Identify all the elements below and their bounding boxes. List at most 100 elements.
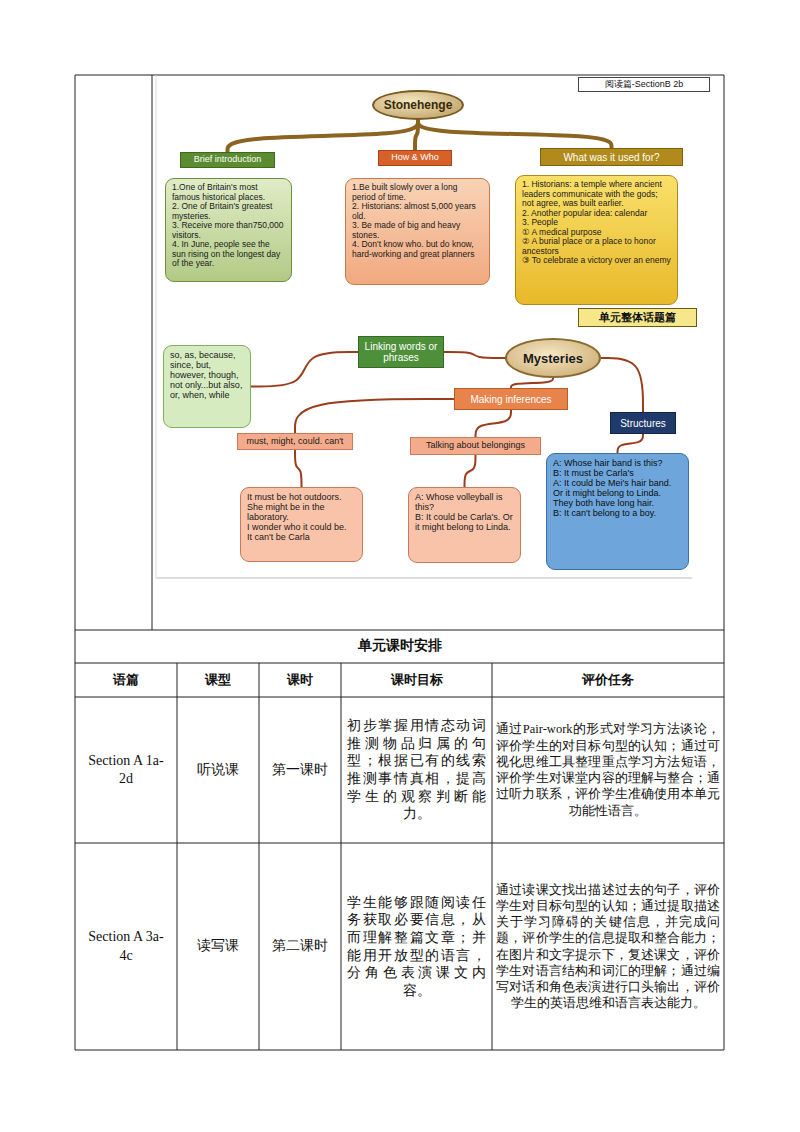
table-cell: 学生能够跟随阅读任务获取必要信息，从而理解整篇文章；并能用开放型的语言，分角色表… xyxy=(341,843,492,1050)
cell-text: 第一课时 xyxy=(262,761,338,779)
node-text: 2. Another popular idea: calendar xyxy=(522,209,671,219)
node-text: B: It could be Carla's. Or it might belo… xyxy=(415,512,514,532)
branch-heading: How & Who xyxy=(378,150,452,166)
node-text: A: Whose hair band is this? xyxy=(553,458,682,468)
node-text: What was it used for? xyxy=(563,152,659,163)
node-text: ① A medical purpose xyxy=(522,228,671,238)
table-cell: 语篇 xyxy=(75,663,177,697)
branch-line xyxy=(618,434,644,453)
content-box: so, as, because, since, but, however, th… xyxy=(163,345,251,428)
branch-line xyxy=(228,120,419,152)
branch-heading: Making inferences xyxy=(454,388,568,410)
branch-heading: must, might, could. can't xyxy=(237,433,353,450)
table-cell: 课时 xyxy=(259,663,341,697)
branch-line xyxy=(465,455,476,487)
node-text: It can't be Carla xyxy=(247,532,356,542)
content-box: A: Whose hair band is this?B: It must be… xyxy=(546,453,689,570)
cell-text: 课型 xyxy=(180,672,256,689)
node-text: must, might, could. can't xyxy=(247,437,344,447)
cell-text: 课时目标 xyxy=(344,672,489,689)
table-cell: Section A 3a-4c xyxy=(75,843,177,1050)
node-text: 阅读篇-SectionB 2b xyxy=(605,80,684,90)
cell-text: 初步掌握用情态动词推测物品归属的句型；根据已有的线索推测事情真相，提高学生的观察… xyxy=(347,717,486,822)
branch-line xyxy=(444,352,505,358)
topic-oval: Stonehenge xyxy=(372,90,464,120)
cell-text: 听说课 xyxy=(180,761,256,779)
branch-line xyxy=(418,120,612,148)
node-text: ③ To celebrate a victory over an enemy xyxy=(522,256,671,266)
table-cell: 第二课时 xyxy=(259,843,341,1050)
cell-text: 通过Pair-work的形式对学习方法谈论，评价学生的对目标句型的认知；通过可视… xyxy=(496,721,720,819)
topic-oval: Mysteries xyxy=(505,338,601,378)
node-text: Stonehenge xyxy=(384,98,453,112)
node-text: Brief introduction xyxy=(194,155,262,165)
node-text: Mysteries xyxy=(523,351,583,366)
branch-line xyxy=(601,358,643,412)
node-text: ② A burial place or a place to honor anc… xyxy=(522,237,671,256)
node-text: B: It can't belong to a boy. xyxy=(553,508,682,518)
table-cell: 通过Pair-work的形式对学习方法谈论，评价学生的对目标句型的认知；通过可视… xyxy=(492,697,724,843)
node-text: 3. Receive more than750,000 visitors. xyxy=(172,221,285,240)
table-cell: 评价任务 xyxy=(492,663,724,697)
content-box: 1.Be built slowly over a long period of … xyxy=(345,178,490,285)
branch-line xyxy=(295,450,302,487)
node-text: 1.Be built slowly over a long period of … xyxy=(352,183,483,202)
node-text: so, as, because, since, but, however, th… xyxy=(170,350,244,400)
table-cell: Section A 1a-2d xyxy=(75,697,177,843)
branch-heading: Linking words or phrases xyxy=(358,336,444,368)
branch-heading: Brief introduction xyxy=(180,152,275,168)
branch-heading: Structures xyxy=(610,412,676,434)
cell-text: 评价任务 xyxy=(495,672,721,689)
node-text: 1. Historians: a temple where ancient le… xyxy=(522,180,671,209)
node-text: A: Whose volleyball is this? xyxy=(415,492,514,512)
table-cell: 初步掌握用情态动词推测物品归属的句型；根据已有的线索推测事情真相，提高学生的观察… xyxy=(341,697,492,843)
node-text: 3. People xyxy=(522,218,671,228)
content-box: A: Whose volleyball is this?B: It could … xyxy=(408,487,521,563)
table-cell: 单元课时安排 xyxy=(75,630,724,663)
cell-text: 学生能够跟随阅读任务获取必要信息，从而理解整篇文章；并能用开放型的语言，分角色表… xyxy=(347,894,486,999)
node-text: 3. Be made of big and heavy stones. xyxy=(352,221,483,240)
node-text: 4. In June, people see the sun rising on… xyxy=(172,240,285,269)
content-box: It must be hot outdoors.She might be in … xyxy=(240,487,363,562)
content-box: 1. Historians: a temple where ancient le… xyxy=(515,175,678,305)
table-cell: 通过读课文找出描述过去的句子，评价学生对目标句型的认知；通过提取描述关于学习障碍… xyxy=(492,843,724,1050)
node-text: B: It must be Carla's xyxy=(553,468,682,478)
cell-text: Section A 3a-4c xyxy=(87,928,165,964)
table-cell: 听说课 xyxy=(177,697,259,843)
node-text: I wonder who it could be. xyxy=(247,522,356,532)
node-text: 2. One of Britain's greatest mysteries. xyxy=(172,202,285,221)
node-text: Structures xyxy=(620,418,666,429)
node-text: How & Who xyxy=(391,153,439,163)
branch-line xyxy=(251,352,358,387)
table-cell: 课型 xyxy=(177,663,259,697)
table-cell: 课时目标 xyxy=(341,663,492,697)
node-text: Talking about belongings xyxy=(426,441,525,451)
node-text: It must be hot outdoors. xyxy=(247,492,356,502)
cell-text: 语篇 xyxy=(78,672,174,689)
branch-line xyxy=(295,399,454,433)
branch-heading: Talking about belongings xyxy=(410,437,541,455)
cell-text: Section A 1a-2d xyxy=(87,752,165,788)
node-text: Linking words or phrases xyxy=(363,341,439,363)
node-text: Making inferences xyxy=(470,394,551,405)
node-text: 1.One of Britain's most famous historica… xyxy=(172,183,285,202)
cell-text: 第二课时 xyxy=(262,937,338,955)
node-text: A: It could be Mei's hair band. Or it mi… xyxy=(553,478,682,508)
tag-box: 单元整体话题篇 xyxy=(578,308,697,327)
tag-box: 阅读篇-SectionB 2b xyxy=(578,77,710,92)
cell-text: 课时 xyxy=(262,672,338,689)
node-text: 单元整体话题篇 xyxy=(599,311,676,323)
node-text: 2. Historians: almost 5,000 years old. xyxy=(352,202,483,221)
node-text: She might be in the laboratory. xyxy=(247,502,356,522)
branch-line xyxy=(476,410,512,437)
branch-heading: What was it used for? xyxy=(540,148,683,166)
node-text: 4. Don't know who. but do know, hard-wor… xyxy=(352,240,483,259)
cell-text: 通过读课文找出描述过去的句子，评价学生对目标句型的认知；通过提取描述关于学习障碍… xyxy=(496,882,720,1012)
cell-text: 读写课 xyxy=(180,937,256,955)
cell-text: 单元课时安排 xyxy=(78,637,721,655)
content-box: 1.One of Britain's most famous historica… xyxy=(165,178,292,282)
branch-line xyxy=(511,378,553,388)
table-cell: 第一课时 xyxy=(259,697,341,843)
